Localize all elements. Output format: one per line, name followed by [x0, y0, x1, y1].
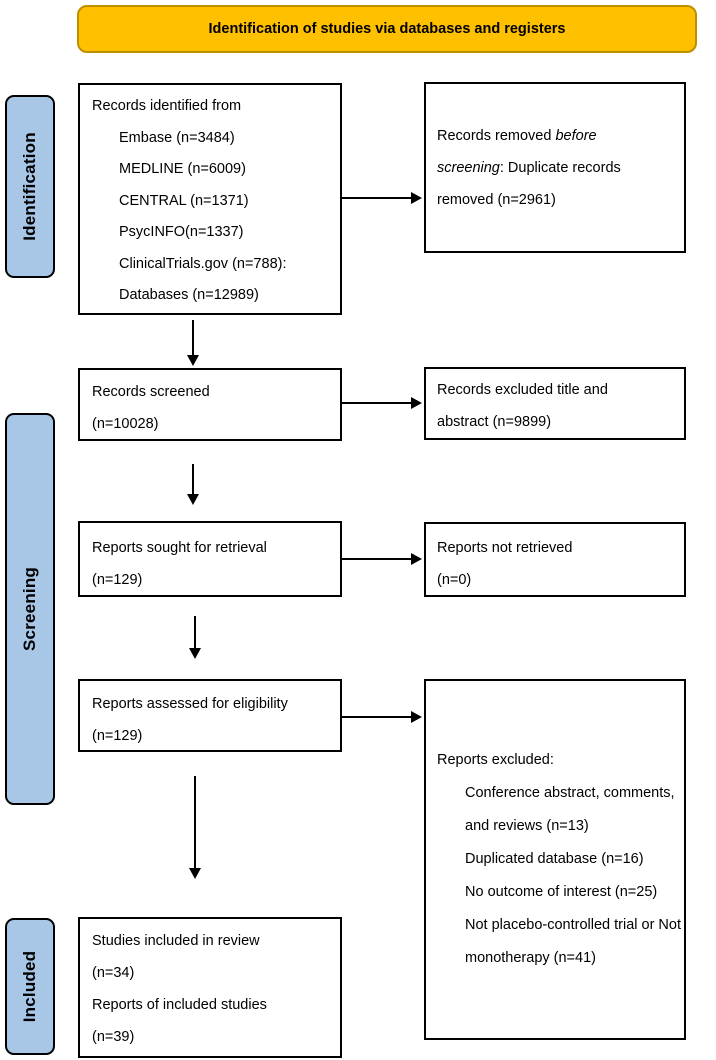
stage-included-label: Included — [20, 950, 39, 1023]
source-psycinfo: PsycINFO(n=1337) — [119, 224, 244, 240]
records-removed-line-1: Records removed before — [437, 120, 674, 152]
arrow-screened-to-excluded — [342, 397, 422, 409]
reports-assessed-line-1: Reports assessed for eligibility — [92, 696, 288, 712]
source-embase: Embase (n=3484) — [119, 129, 235, 146]
box-studies-included: Studies included in review (n=34) Report… — [78, 917, 342, 1058]
arrow-sought-to-assessed — [189, 616, 201, 659]
stage-identification: Identification — [5, 95, 55, 278]
box-records-excluded-title-abstract: Records excluded title and abstract (n=9… — [424, 367, 686, 440]
box-reports-not-retrieved: Reports not retrieved (n=0) — [424, 522, 686, 597]
arrow-identified-to-removed — [342, 192, 422, 204]
arrow-assessed-to-reports-excluded — [342, 711, 422, 723]
studies-included-line-4: (n=39) — [92, 1029, 135, 1045]
reports-excluded-line-3: Duplicated database (n=16) — [465, 851, 644, 867]
reports-excluded-line-1: Conference abstract, comments, — [465, 785, 675, 801]
reports-sought-line-1: Reports sought for retrieval — [92, 540, 267, 556]
records-screened-line-1: Records screened — [92, 384, 210, 400]
reports-sought-line-2: (n=129) — [92, 572, 143, 588]
reports-excluded-line-4: No outcome of interest (n=25) — [465, 884, 658, 900]
stage-screening: Screening — [5, 413, 55, 805]
source-databases-total: Databases (n=12989) — [119, 287, 259, 303]
box-reports-assessed: Reports assessed for eligibility (n=129) — [78, 679, 342, 752]
records-removed-line-3: removed (n=2961) — [437, 191, 556, 208]
stage-identification-label: Identification — [20, 132, 39, 241]
banner: Identification of studies via databases … — [77, 5, 697, 53]
arrow-screened-to-sought — [187, 464, 199, 505]
reports-excluded-title: Reports excluded: — [437, 752, 554, 768]
reports-excluded-line-2: and reviews (n=13) — [465, 818, 589, 834]
banner-title: Identification of studies via databases … — [208, 21, 566, 37]
box-records-screened: Records screened (n=10028) — [78, 368, 342, 441]
records-removed-line-2: screening: Duplicate records — [437, 152, 674, 184]
reports-excluded-line-6: monotherapy (n=41) — [465, 950, 596, 966]
reports-assessed-line-2: (n=129) — [92, 728, 143, 744]
stage-screening-label: Screening — [20, 567, 39, 651]
box-records-identified: Records identified from Embase (n=3484) … — [78, 83, 342, 315]
reports-excluded-line-5: Not placebo-controlled trial or Not — [465, 917, 681, 933]
reports-not-retrieved-line-1: Reports not retrieved — [437, 540, 573, 556]
records-removed-italic-screening: screening — [437, 159, 500, 176]
stage-included: Included — [5, 918, 55, 1055]
records-excluded-line-1: Records excluded title and — [437, 382, 608, 398]
arrow-identified-to-screened — [187, 320, 199, 366]
studies-included-line-2: (n=34) — [92, 965, 135, 981]
records-screened-line-2: (n=10028) — [92, 416, 159, 432]
records-removed-italic-before: before — [555, 127, 597, 144]
records-removed-text: Records removed — [437, 127, 556, 144]
records-excluded-line-2: abstract (n=9899) — [437, 414, 552, 430]
source-central: CENTRAL (n=1371) — [119, 192, 249, 209]
records-identified-title: Records identified from — [92, 98, 242, 114]
arrow-sought-to-not-retrieved — [342, 553, 422, 565]
source-medline: MEDLINE (n=6009) — [119, 161, 246, 177]
arrow-assessed-to-included — [189, 776, 201, 879]
reports-not-retrieved-line-2: (n=0) — [437, 572, 472, 588]
studies-included-line-3: Reports of included studies — [92, 997, 267, 1013]
box-reports-excluded: Reports excluded: Conference abstract, c… — [424, 679, 686, 1040]
box-records-removed: Records removed before screening: Duplic… — [424, 82, 686, 253]
records-removed-text-2: : Duplicate records — [499, 159, 621, 176]
studies-included-line-1: Studies included in review — [92, 933, 260, 949]
box-reports-sought: Reports sought for retrieval (n=129) — [78, 521, 342, 597]
source-clinicaltrials: ClinicalTrials.gov (n=788): — [119, 255, 287, 272]
